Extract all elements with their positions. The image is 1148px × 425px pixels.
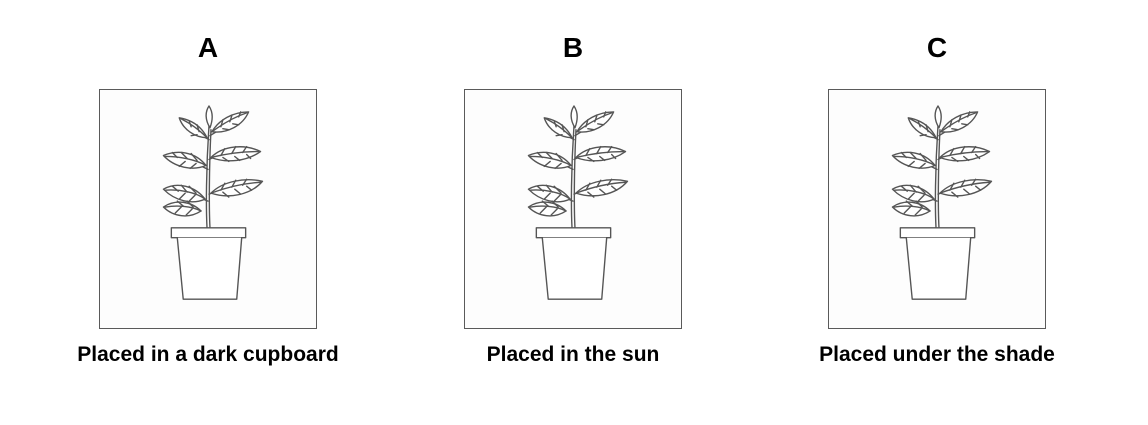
panel-caption: Placed under the shade — [767, 342, 1107, 367]
panel-c: C Placed under the shade — [767, 0, 1107, 425]
panel-a: A Placed in a dark cupboard — [38, 0, 378, 425]
panel-caption: Placed in the sun — [403, 342, 743, 367]
picture-frame — [828, 89, 1046, 329]
panel-caption: Placed in a dark cupboard — [38, 342, 378, 367]
picture-frame — [464, 89, 682, 329]
panel-letter: C — [767, 34, 1107, 62]
potted-plant-icon — [829, 90, 1045, 328]
panel-b: B Placed in the sun — [403, 0, 743, 425]
picture-frame — [99, 89, 317, 329]
panel-letter: B — [403, 34, 743, 62]
potted-plant-icon — [100, 90, 316, 328]
potted-plant-icon — [465, 90, 681, 328]
panel-letter: A — [38, 34, 378, 62]
